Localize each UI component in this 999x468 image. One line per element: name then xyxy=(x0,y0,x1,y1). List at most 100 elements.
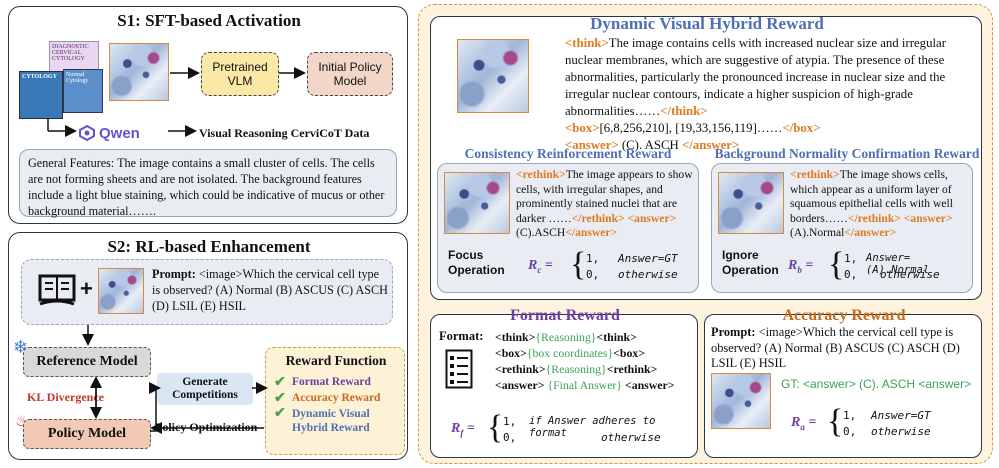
plus-icon: + xyxy=(80,276,93,301)
accuracy-prompt-label: Prompt: xyxy=(711,325,756,339)
rethink-open-tag: <rethink> xyxy=(790,168,840,181)
format-title: Format Reward xyxy=(510,307,620,324)
accuracy-prompt-text: <image>Which the cervical cell type is o… xyxy=(711,325,960,370)
accuracy-title: Accuracy Reward xyxy=(782,307,906,324)
answer-open-tag: <answer> xyxy=(565,138,619,152)
pretrained-vlm-box: Pretrained VLM xyxy=(201,52,279,96)
books-image: DIAGNOSTIC CERVICAL CYTOLOGY Normal Cyto… xyxy=(19,41,105,121)
answer-text: (C).ASCH xyxy=(516,226,566,239)
answer-text: (A).Normal xyxy=(790,226,845,239)
think-open-tag: <think> xyxy=(565,36,609,50)
reward-function-title: Reward Function xyxy=(285,353,387,368)
think-text: The image contains cells with increased … xyxy=(565,36,946,118)
ra-case1-cond: Answer=GT xyxy=(871,409,931,422)
dvhr-panel: Dynamic Visual Hybrid Reward <think>The … xyxy=(430,14,982,300)
rethink-open-tag: <rethink> xyxy=(516,168,566,181)
reward-item-format: ✔ Format Reward xyxy=(274,374,404,390)
format-line: <think>{Reasoning}<think> xyxy=(495,330,637,344)
open-book-icon xyxy=(38,274,76,308)
rf-case1-value: 1, xyxy=(503,415,517,428)
consistency-text: <rethink>The image appears to show cells… xyxy=(516,168,696,241)
dvhr-cell-image xyxy=(457,39,529,113)
ra-case2-value: 0, xyxy=(843,425,857,438)
ra-case2-cond: otherwise xyxy=(871,425,931,438)
rethink-text: The image shows cells, which appear as a… xyxy=(790,168,953,225)
rb-formula: Rb = { 1, Answer=(A).Normal 0, otherwise xyxy=(788,246,970,286)
general-features-text: General Features: The image contains a s… xyxy=(28,156,385,218)
consistency-title: Consistency Reinforcement Reward xyxy=(464,146,672,161)
rc-case2-cond: otherwise xyxy=(618,268,678,281)
s1-panel: S1: SFT-based Activation DIAGNOSTIC CERV… xyxy=(8,6,408,224)
reward-item-accuracy: ✔ Accuracy Reward xyxy=(274,390,404,406)
background-text: <rethink>The image shows cells, which ap… xyxy=(790,168,970,241)
check-icon: ✔ xyxy=(274,390,286,406)
s1-title: S1: SFT-based Activation xyxy=(117,11,301,30)
kl-divergence-label: KL Divergence xyxy=(27,390,104,404)
s2-title: S2: RL-based Enhancement xyxy=(107,237,311,256)
cervicot-label: Visual Reasoning CerviCoT Data xyxy=(199,126,370,140)
s1-cell-image xyxy=(109,43,169,101)
format-label: Format: xyxy=(439,329,484,343)
policy-model-label: Policy Model xyxy=(47,426,127,441)
rf-brace: { xyxy=(487,409,504,446)
background-title: Background Normality Confirmation Reward xyxy=(714,146,980,161)
rf-symbol: Rf = xyxy=(451,421,475,438)
reference-model-label: Reference Model xyxy=(36,354,138,369)
rb-case2-cond: otherwise xyxy=(880,268,940,281)
ra-brace: { xyxy=(827,403,844,440)
rc-formula: Rc = { 1, Answer=GT 0, otherwise xyxy=(528,246,698,286)
reference-model-box: Reference Model xyxy=(23,347,151,377)
rc-case1-cond: Answer=GT xyxy=(618,252,678,265)
reward-item-label: Accuracy Reward xyxy=(292,392,381,404)
answer-open-tag: <answer> xyxy=(903,211,953,225)
qwen-logo: Qwen xyxy=(79,123,179,143)
generate-label: Generate Competitions xyxy=(172,376,238,401)
rc-symbol: Rc = xyxy=(528,258,553,275)
think-close-tag: </think> xyxy=(660,104,708,118)
check-icon: ✔ xyxy=(274,406,286,421)
format-panel: Format Reward Format: <think>{Reasoning}… xyxy=(430,307,698,458)
consistency-cell-image xyxy=(444,172,510,234)
reward-item-label: Dynamic Visual Hybrid Reward xyxy=(292,408,370,434)
rf-case1-cond: if Answer adheres to format xyxy=(529,415,656,439)
general-features-box: General Features: The image contains a s… xyxy=(19,149,397,218)
ra-formula: Ra = { 1, Answer=GT 0, otherwise xyxy=(791,403,981,447)
s2-panel: S2: RL-based Enhancement + Prompt: <imag… xyxy=(8,232,408,460)
dvhr-think: <think>The image contains cells with inc… xyxy=(565,35,975,154)
book-3: CYTOLOGY xyxy=(19,71,63,119)
rc-brace: { xyxy=(570,246,587,283)
rethink-text: The image appears to show cells, with ir… xyxy=(516,168,693,225)
prompt-box: + Prompt: <image>Which the cervical cell… xyxy=(21,259,393,325)
s2-prompt: Prompt: <image>Which the cervical cell t… xyxy=(152,266,388,314)
accuracy-cell-image xyxy=(711,373,771,429)
format-line: <answer> {Final Answer} <answer> xyxy=(495,378,675,392)
dvhr-title: Dynamic Visual Hybrid Reward xyxy=(590,14,824,33)
rb-case1-cond: Answer=(A).Normal xyxy=(866,252,930,276)
rb-symbol: Rb = xyxy=(788,258,814,275)
accuracy-panel: Accuracy Reward Prompt: <image>Which the… xyxy=(704,307,982,458)
rc-case2-value: 0, xyxy=(586,268,600,281)
box-close-tag: </box> xyxy=(782,121,821,135)
answer-close-tag: </answer> xyxy=(565,226,618,239)
rf-case2-cond: otherwise xyxy=(601,431,661,444)
ignore-operation-label: Ignore Operation xyxy=(722,248,779,277)
accuracy-prompt: Prompt: <image>Which the cervical cell t… xyxy=(711,325,979,372)
check-icon: ✔ xyxy=(274,374,286,390)
reward-item-label: Format Reward xyxy=(292,376,371,388)
pretrained-vlm-label: Pretrained VLM xyxy=(212,60,268,88)
consistency-box: <rethink>The image appears to show cells… xyxy=(437,163,699,293)
focus-operation-label: Focus Operation xyxy=(448,248,505,277)
initial-policy-box: Initial Policy Model xyxy=(307,52,393,96)
reward-item-dvhr: ✔ Dynamic Visual Hybrid Reward xyxy=(274,407,404,435)
checklist-icon xyxy=(445,349,473,389)
s2-cell-image xyxy=(98,268,144,314)
rb-case2-value: 0, xyxy=(844,268,858,281)
background-cell-image xyxy=(718,172,784,234)
rethink-close-tag: </rethink> xyxy=(571,211,625,225)
s2-prompt-label: Prompt: xyxy=(152,267,196,281)
background-box: <rethink>The image shows cells, which ap… xyxy=(711,163,973,293)
box-text: [6,8,256,210], [19,33,156,119]…… xyxy=(599,121,783,135)
rf-case2-value: 0, xyxy=(503,431,517,444)
rb-brace: { xyxy=(828,246,845,283)
